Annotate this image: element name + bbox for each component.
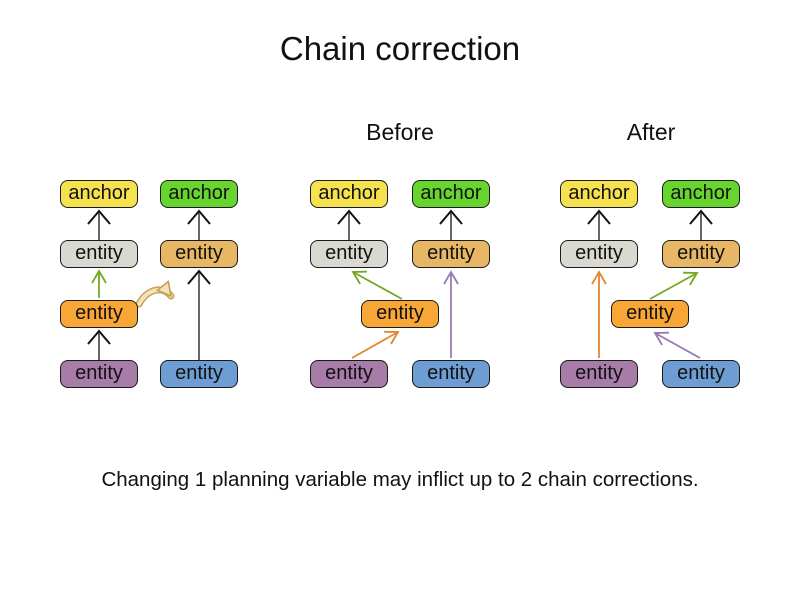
g1-entity-tan: entity <box>160 240 238 268</box>
move-arrow-icon <box>137 290 173 306</box>
after-entity-tan: entity <box>662 240 740 268</box>
page-title: Chain correction <box>279 30 521 67</box>
g1-entity-purple: entity <box>60 360 138 388</box>
before-arrow-purple-to-orange <box>351 330 400 359</box>
group-label-before: Before <box>366 119 434 145</box>
after-anchor-yellow: anchor <box>560 180 638 208</box>
before-entity-gray: entity <box>310 240 388 268</box>
after-entity-orange: entity <box>611 300 689 328</box>
g1-anchor-yellow: anchor <box>60 180 138 208</box>
after-arrow-blue-to-orange <box>653 331 701 359</box>
before-entity-blue: entity <box>412 360 490 388</box>
group-label-after: After <box>626 119 676 145</box>
after-entity-purple: entity <box>560 360 638 388</box>
g1-anchor-green: anchor <box>160 180 238 208</box>
g1-entity-orange: entity <box>60 300 138 328</box>
before-entity-tan: entity <box>412 240 490 268</box>
g1-entity-gray: entity <box>60 240 138 268</box>
before-entity-orange: entity <box>361 300 439 328</box>
after-anchor-green: anchor <box>662 180 740 208</box>
g1-entity-blue: entity <box>160 360 238 388</box>
after-entity-gray: entity <box>560 240 638 268</box>
after-arrow-orange-to-tan <box>649 271 699 300</box>
before-arrow-orange-to-gray <box>351 270 403 300</box>
after-entity-blue: entity <box>662 360 740 388</box>
before-anchor-green: anchor <box>412 180 490 208</box>
caption-text: Changing 1 planning variable may inflict… <box>101 468 699 491</box>
before-anchor-yellow: anchor <box>310 180 388 208</box>
before-entity-purple: entity <box>310 360 388 388</box>
